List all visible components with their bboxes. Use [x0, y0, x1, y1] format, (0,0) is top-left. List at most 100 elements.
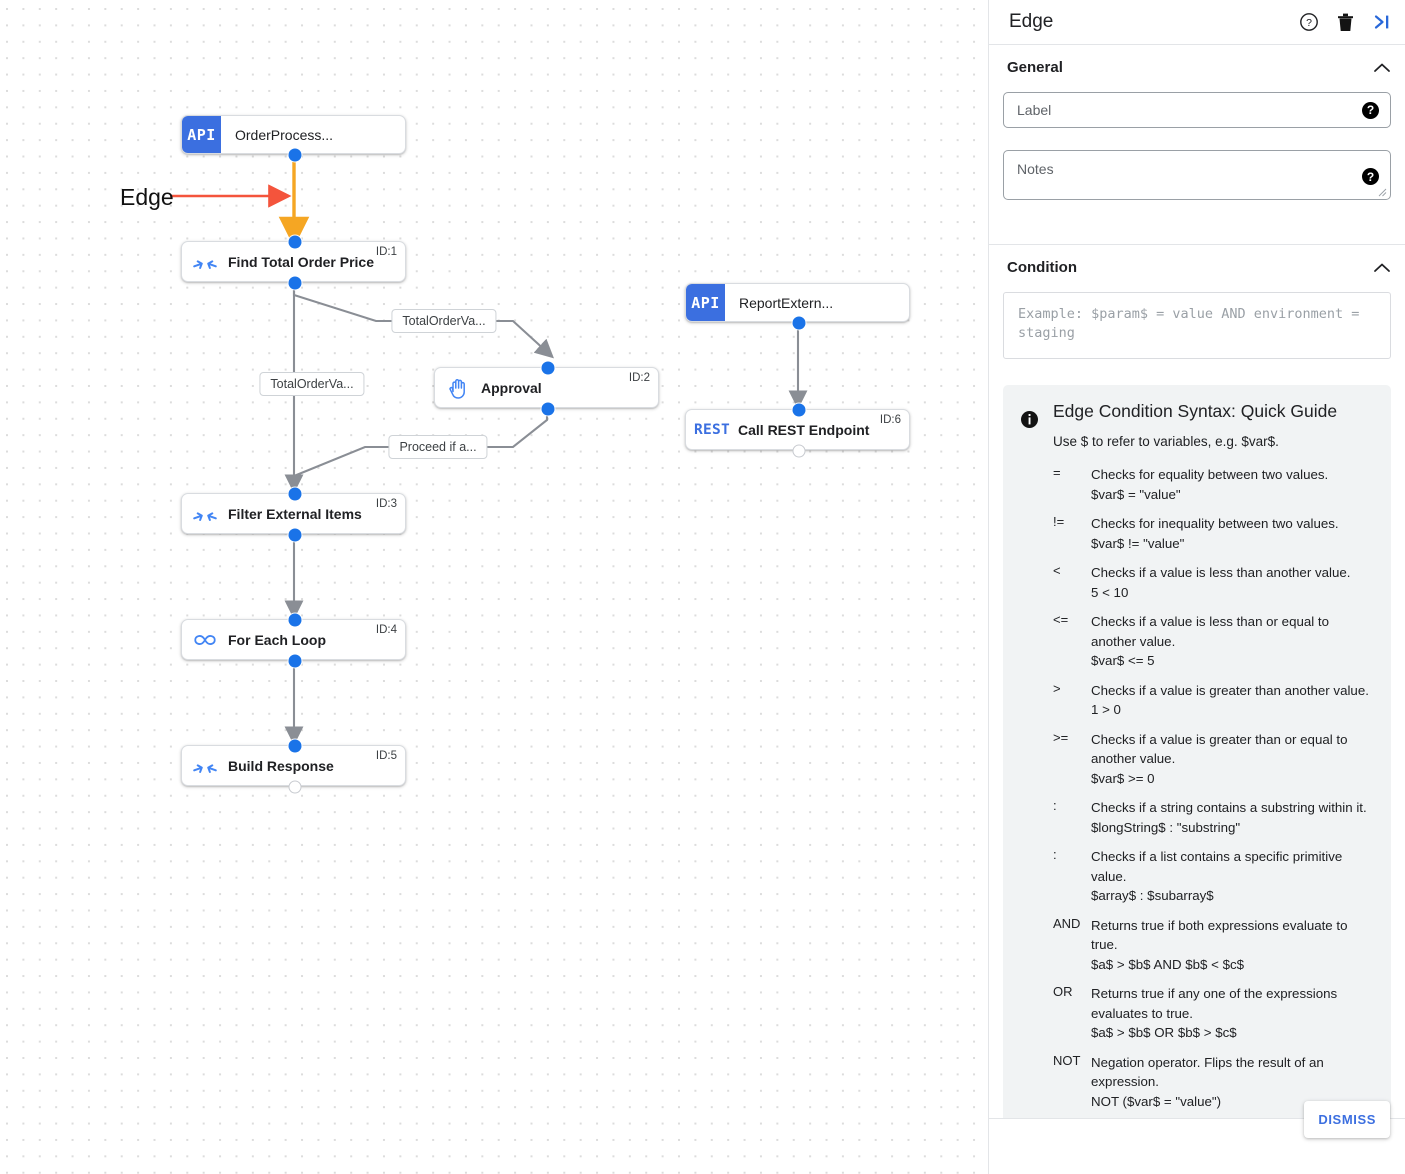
- api-badge-icon: API: [686, 284, 725, 321]
- guide-operator-row: :Checks if a list contains a specific pr…: [1053, 847, 1373, 906]
- guide-title: Edge Condition Syntax: Quick Guide: [1053, 401, 1338, 421]
- info-icon: [1021, 401, 1039, 1118]
- node-input-port[interactable]: [288, 487, 302, 501]
- guide-operator-description: Returns true if both expressions evaluat…: [1091, 917, 1348, 953]
- guide-operator-symbol: <: [1053, 563, 1061, 578]
- svg-text:?: ?: [1306, 17, 1312, 29]
- section-condition-header[interactable]: Condition: [1003, 259, 1391, 276]
- node-filter-external-items[interactable]: Filter External Items ID:3: [181, 487, 406, 542]
- section-general: General ? ?: [989, 45, 1405, 245]
- node-id-label: ID:4: [375, 624, 397, 636]
- section-title: General: [1007, 59, 1063, 76]
- node-input-port[interactable]: [541, 361, 555, 375]
- workflow-canvas[interactable]: Edge API OrderProcess... Find Total Orde…: [0, 0, 988, 1174]
- node-output-port[interactable]: [288, 780, 302, 794]
- dismiss-button[interactable]: DISMISS: [1304, 1101, 1390, 1138]
- node-for-each-loop[interactable]: For Each Loop ID:4: [181, 613, 406, 668]
- notes-field-wrapper[interactable]: ?: [1003, 150, 1391, 200]
- resize-grip-icon[interactable]: [1378, 188, 1387, 197]
- guide-operator-symbol: :: [1053, 798, 1057, 813]
- node-title: For Each Loop: [228, 631, 326, 648]
- guide-operator-description: Negation operator. Flips the result of a…: [1091, 1054, 1324, 1090]
- node-id-label: ID:2: [628, 372, 650, 384]
- chevron-up-icon[interactable]: [1373, 262, 1391, 274]
- notes-input[interactable]: [1004, 151, 1390, 199]
- section-general-header[interactable]: General: [1003, 59, 1391, 76]
- guide-operator-example: $var$ != "value": [1091, 535, 1185, 551]
- guide-operator-symbol: >=: [1053, 729, 1069, 745]
- node-output-port[interactable]: [288, 148, 302, 162]
- node-input-port[interactable]: [288, 739, 302, 753]
- panel-footer: DISMISS: [989, 1101, 1405, 1174]
- panel-header-actions: ?: [1299, 12, 1392, 32]
- guide-operator-row: :Checks if a string contains a substring…: [1053, 798, 1373, 837]
- node-title: Find Total Order Price: [228, 253, 374, 270]
- node-order-process[interactable]: API OrderProcess...: [181, 115, 406, 162]
- label-field-wrapper[interactable]: ?: [1003, 92, 1391, 128]
- guide-operator-example: $a$ > $b$ AND $b$ < $c$: [1091, 956, 1245, 972]
- collapse-panel-icon[interactable]: [1372, 13, 1392, 31]
- guide-operator-row: > Checks if a value is greater than anoth…: [1053, 681, 1373, 720]
- node-output-port[interactable]: [288, 528, 302, 542]
- guide-operator-symbol: !=: [1053, 514, 1065, 529]
- guide-operator-symbol: AND: [1053, 915, 1081, 931]
- node-build-response[interactable]: Build Response ID:5: [181, 739, 406, 794]
- guide-operator-row: >=Checks if a value is greater than or e…: [1053, 730, 1373, 789]
- node-output-port[interactable]: [792, 316, 806, 330]
- label-help-icon[interactable]: ?: [1362, 101, 1379, 119]
- guide-operator-row: <=Checks if a value is less than or equa…: [1053, 612, 1373, 671]
- guide-operator-description: Checks if a value is less than another v…: [1091, 565, 1351, 580]
- node-input-port[interactable]: [288, 613, 302, 627]
- panel-title: Edge: [1009, 11, 1054, 32]
- node-report-external[interactable]: API ReportExtern...: [685, 283, 910, 330]
- chevron-up-icon[interactable]: [1373, 62, 1391, 74]
- guide-operator-description: Checks if a value is less than or equal …: [1091, 614, 1329, 649]
- edge-layer: [170, 155, 808, 746]
- guide-operator-row: != Checks for inequality between two valu…: [1053, 514, 1373, 553]
- node-id-label: ID:1: [375, 246, 397, 258]
- node-output-port[interactable]: [288, 276, 302, 290]
- infinity-icon: [182, 632, 228, 648]
- edge-label-pill[interactable]: TotalOrderVa...: [259, 372, 365, 396]
- node-output-port[interactable]: [541, 402, 555, 416]
- edge-condition-syntax-guide: Edge Condition Syntax: Quick Guide Use $…: [1003, 385, 1391, 1118]
- node-title: Call REST Endpoint: [738, 421, 870, 438]
- guide-operator-description: Returns true if any one of the expressio…: [1091, 986, 1338, 1021]
- node-title: Approval: [481, 379, 542, 396]
- node-id-label: ID:6: [879, 414, 901, 426]
- condition-input-wrapper[interactable]: [1003, 292, 1391, 359]
- merge-arrows-icon: [182, 758, 228, 774]
- delete-icon[interactable]: [1337, 13, 1354, 32]
- edge-properties-panel: Edge ?: [988, 0, 1405, 1174]
- guide-operator-example: $var$ = "value": [1091, 486, 1181, 502]
- guide-operator-row: =Checks for equality between two values.…: [1053, 465, 1373, 504]
- edge-label-pill[interactable]: TotalOrderVa...: [391, 309, 497, 333]
- guide-operator-example: $a$ > $b$ OR $b$ > $c$: [1091, 1025, 1237, 1040]
- guide-operator-description: Checks if a value is greater than anothe…: [1091, 682, 1369, 698]
- guide-operator-symbol: >: [1053, 680, 1061, 696]
- guide-operator-description: Checks for inequality between two values…: [1091, 516, 1339, 531]
- edge-annotation-label: Edge: [120, 184, 174, 210]
- condition-input[interactable]: [1016, 303, 1378, 343]
- node-output-port[interactable]: [288, 654, 302, 668]
- merge-arrows-icon: [182, 506, 228, 522]
- node-id-label: ID:5: [375, 750, 397, 762]
- guide-operator-symbol: =: [1053, 465, 1061, 480]
- node-id-label: ID:3: [375, 498, 397, 510]
- guide-operator-row: < Checks if a value is less than another …: [1053, 563, 1373, 602]
- edge-label-pill[interactable]: Proceed if a...: [388, 435, 488, 459]
- node-approval[interactable]: Approval ID:2: [434, 361, 659, 416]
- node-output-port[interactable]: [792, 444, 806, 458]
- node-input-port[interactable]: [288, 235, 302, 249]
- node-input-port[interactable]: [792, 403, 806, 417]
- guide-operator-example: 5 < 10: [1091, 584, 1129, 600]
- section-condition: Condition: [989, 245, 1405, 1118]
- node-call-rest-endpoint[interactable]: REST Call REST Endpoint ID:6: [685, 403, 910, 458]
- help-icon[interactable]: ?: [1299, 12, 1319, 32]
- node-find-total-order-price[interactable]: Find Total Order Price ID:1: [181, 235, 406, 290]
- notes-help-icon[interactable]: ?: [1362, 168, 1379, 185]
- label-input[interactable]: [1004, 93, 1390, 127]
